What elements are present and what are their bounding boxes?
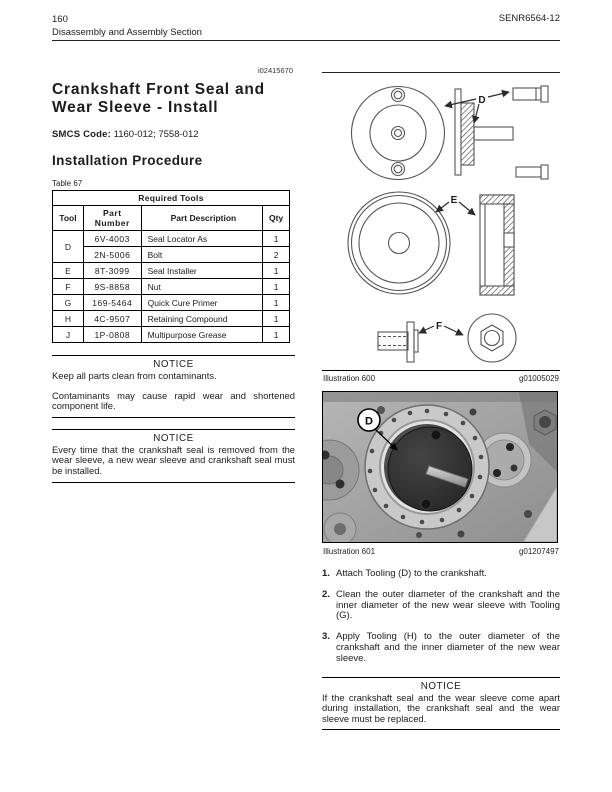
cell-part-number: 169-5464 bbox=[82, 294, 142, 311]
step-2: 2. Clean the outer diameter of the crank… bbox=[322, 588, 560, 622]
column-rule bbox=[322, 72, 560, 73]
graphic-id: g01005029 bbox=[518, 374, 559, 383]
notice-paragraph: If the crankshaft seal and the wear slee… bbox=[322, 691, 560, 724]
cell-qty: 1 bbox=[262, 294, 290, 311]
article-title: Crankshaft Front Seal and Wear Sleeve - … bbox=[52, 81, 265, 116]
cell-part-number: 9S-8858 bbox=[82, 278, 142, 295]
document-code: SENR6564-12 bbox=[498, 13, 560, 24]
table-row: E 8T-3099 Seal Installer 1 bbox=[52, 262, 290, 279]
cell-qty: 1 bbox=[262, 310, 290, 327]
revision-id: i02415670 bbox=[257, 66, 293, 75]
cell-tool: D bbox=[52, 230, 84, 263]
cell-part-number: 2N-5006 bbox=[82, 246, 142, 263]
cell-description: Multipurpose Grease bbox=[140, 326, 264, 343]
cell-part-number: 8T-3099 bbox=[82, 262, 142, 279]
smcs-code-line: SMCS Code: 1160-012; 7558-012 bbox=[52, 129, 295, 140]
table-caption: Table 67 bbox=[52, 179, 83, 188]
col-part-description: Part Description bbox=[140, 205, 264, 231]
cell-part-number: 4C-9507 bbox=[82, 310, 142, 327]
col-tool: Tool bbox=[52, 205, 84, 231]
required-tools-table: Required Tools Tool Part Number Part Des… bbox=[52, 190, 290, 343]
tooling-label-d: D bbox=[478, 95, 485, 106]
header-left: 160 Disassembly and Assembly Section bbox=[52, 13, 202, 39]
notice-paragraph: Keep all parts clean from contaminants. bbox=[52, 370, 217, 381]
procedure-steps: 1. Attach Tooling (D) to the crankshaft.… bbox=[322, 568, 560, 665]
table-row: F 9S-8858 Nut 1 bbox=[52, 278, 290, 295]
notice-seal-replacement: NOTICE If the crankshaft seal and the we… bbox=[322, 676, 560, 731]
illustration-number: Illustration 601 bbox=[323, 547, 376, 556]
notice-heading: NOTICE bbox=[153, 359, 194, 370]
procedure-heading: Installation Procedure bbox=[52, 153, 203, 168]
cell-description: Quick Cure Primer bbox=[140, 294, 264, 311]
table-row: H 4C-9507 Retaining Compound 1 bbox=[52, 310, 290, 327]
page-number: 160 bbox=[52, 14, 68, 25]
step-number: 3. bbox=[322, 631, 330, 643]
cell-description: Nut bbox=[140, 278, 264, 295]
notice-heading: NOTICE bbox=[420, 680, 462, 692]
illustration-601-photo: D bbox=[322, 391, 558, 543]
step-text: Attach Tooling (D) to the crankshaft. bbox=[336, 568, 487, 579]
cell-description: Seal Installer bbox=[140, 262, 264, 279]
step-text: Apply Tooling (H) to the outer diameter … bbox=[336, 631, 560, 664]
table-row: G 169-5464 Quick Cure Primer 1 bbox=[52, 294, 290, 311]
notice-paragraph: Every time that the crankshaft seal is r… bbox=[52, 443, 295, 476]
cell-qty: 2 bbox=[262, 246, 290, 263]
table-row: J 1P-0808 Multipurpose Grease 1 bbox=[52, 326, 290, 343]
notice-wear-sleeve: NOTICE Every time that the crankshaft se… bbox=[52, 428, 295, 483]
step-text: Clean the outer diameter of the cranksha… bbox=[336, 588, 560, 622]
cell-qty: 1 bbox=[262, 326, 290, 343]
illustration-601-caption: Illustration 601 g01207497 bbox=[322, 547, 560, 556]
step-1: 1. Attach Tooling (D) to the crankshaft. bbox=[322, 568, 560, 580]
graphic-id: g01207497 bbox=[518, 547, 559, 556]
cell-qty: 1 bbox=[262, 230, 290, 247]
cell-tool: H bbox=[52, 310, 84, 327]
left-column: i02415670 Crankshaft Front Seal and Wear… bbox=[52, 64, 295, 483]
illustration-number: Illustration 600 bbox=[323, 374, 376, 383]
cell-part-number: 1P-0808 bbox=[82, 326, 142, 343]
table-title: Required Tools bbox=[52, 190, 290, 206]
right-column: D E F Illustration 600 g01005029 bbox=[322, 72, 560, 731]
cell-description: Retaining Compound bbox=[140, 310, 264, 327]
cell-qty: 1 bbox=[262, 262, 290, 279]
header-rule bbox=[52, 40, 560, 41]
tooling-label-f: F bbox=[436, 321, 442, 332]
cell-description: Bolt bbox=[140, 246, 264, 263]
cell-qty: 1 bbox=[262, 278, 290, 295]
cell-tool: J bbox=[52, 326, 84, 343]
col-part-number: Part Number bbox=[82, 205, 142, 231]
cell-part-number: 6V-4003 bbox=[82, 230, 142, 247]
notice-contaminants: NOTICE Keep all parts clean from contami… bbox=[52, 355, 295, 418]
notice-paragraph: Contaminants may cause rapid wear and sh… bbox=[52, 389, 295, 412]
illustration-600-drawing: D E F bbox=[347, 85, 549, 363]
photo-label-d: D bbox=[365, 416, 373, 428]
cell-description: Seal Locator As bbox=[140, 230, 264, 247]
cell-tool: E bbox=[52, 262, 84, 279]
cell-tool: F bbox=[52, 278, 84, 295]
notice-heading: NOTICE bbox=[153, 432, 194, 444]
smcs-label: SMCS Code: bbox=[52, 129, 111, 140]
table-title-row: Required Tools bbox=[52, 190, 290, 206]
section-title: Disassembly and Assembly Section bbox=[52, 27, 202, 38]
step-3: 3. Apply Tooling (H) to the outer diamet… bbox=[322, 631, 560, 664]
table-row: D 6V-4003 Seal Locator As 1 bbox=[52, 230, 290, 263]
table-row: 2N-5006 Bolt 2 bbox=[53, 246, 290, 263]
tooling-label-e: E bbox=[451, 195, 458, 206]
illustration-600-caption: Illustration 600 g01005029 bbox=[322, 370, 560, 383]
smcs-codes: 1160-012; 7558-012 bbox=[113, 129, 199, 140]
col-qty: Qty bbox=[262, 205, 290, 231]
step-number: 2. bbox=[322, 588, 330, 600]
step-number: 1. bbox=[322, 568, 330, 579]
cell-tool: G bbox=[52, 294, 84, 311]
table-header-row: Tool Part Number Part Description Qty bbox=[52, 205, 290, 231]
